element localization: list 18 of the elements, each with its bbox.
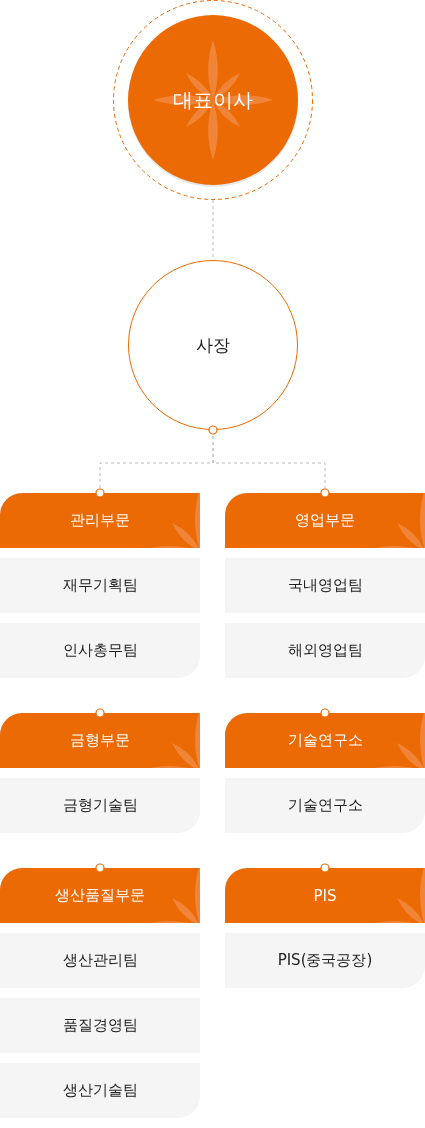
department-header: 생산품질부문 bbox=[0, 868, 200, 923]
ceo-circle: 대표이사 bbox=[113, 0, 313, 200]
president-circle: 사장 bbox=[128, 260, 298, 430]
department-header: 영업부문 bbox=[225, 493, 425, 548]
team-box: 금형기술팀 bbox=[0, 778, 200, 833]
team-box: PIS(중국공장) bbox=[225, 933, 425, 988]
team-box: 해외영업팀 bbox=[225, 623, 425, 678]
department-header: PIS bbox=[225, 868, 425, 923]
team-box: 인사총무팀 bbox=[0, 623, 200, 678]
department-header: 기술연구소 bbox=[225, 713, 425, 768]
team-box: 국내영업팀 bbox=[225, 558, 425, 613]
team-box: 생산기술팀 bbox=[0, 1063, 200, 1118]
team-box: 재무기획팀 bbox=[0, 558, 200, 613]
team-box: 기술연구소 bbox=[225, 778, 425, 833]
team-box: 생산관리팀 bbox=[0, 933, 200, 988]
team-box: 품질경영팀 bbox=[0, 998, 200, 1053]
department-header: 관리부문 bbox=[0, 493, 200, 548]
department-header: 금형부문 bbox=[0, 713, 200, 768]
